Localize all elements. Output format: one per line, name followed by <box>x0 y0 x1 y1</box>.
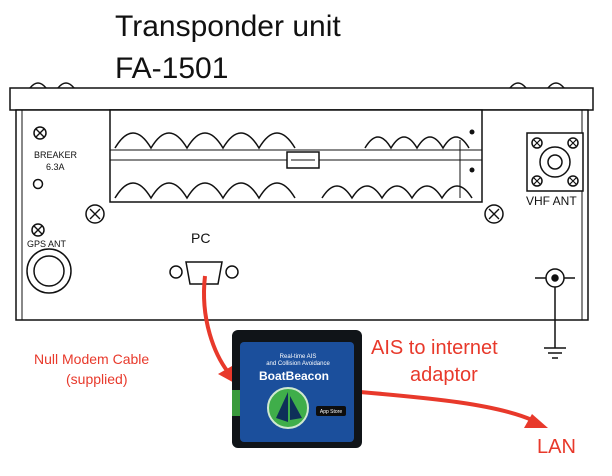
device-store-badge: App Store <box>320 409 342 415</box>
breaker-label: BREAKER <box>34 150 78 160</box>
pc-port-icon <box>169 261 239 285</box>
device-brand: BoatBeacon <box>259 369 329 383</box>
top-feet <box>29 82 565 89</box>
breaker-knob <box>32 178 44 190</box>
upper-terminals <box>114 132 470 150</box>
null-modem-label-1: Null Modem Cable <box>34 351 150 367</box>
ground-terminal-icon <box>535 268 575 359</box>
lan-arrowhead <box>524 414 548 428</box>
vhf-ant-label: VHF ANT <box>526 194 577 208</box>
null-modem-label-2: (supplied) <box>66 371 128 387</box>
device-tagline-1: Real-time AIS <box>280 354 317 360</box>
gps-ant-label: GPS ANT <box>27 239 67 249</box>
lan-label: LAN <box>537 436 576 458</box>
breaker-rating-label: 6.3A <box>46 162 65 172</box>
device-tagline-2: and Collision Avoidance <box>266 361 330 367</box>
boatbeacon-device: Real-time AIS and Collision Avoidance Bo… <box>232 330 362 448</box>
gps-connector-icon <box>26 248 72 294</box>
ais-label-2: adaptor <box>410 364 478 386</box>
title-line-2: FA-1501 <box>115 52 229 85</box>
ais-label-1: AIS to internet <box>371 337 498 359</box>
pc-label: PC <box>191 230 211 246</box>
top-plate <box>9 87 594 111</box>
lan-arrow <box>359 390 533 422</box>
title-line-1: Transponder unit <box>115 10 341 43</box>
null-modem-arrow <box>202 275 230 374</box>
lower-terminals <box>114 182 473 200</box>
